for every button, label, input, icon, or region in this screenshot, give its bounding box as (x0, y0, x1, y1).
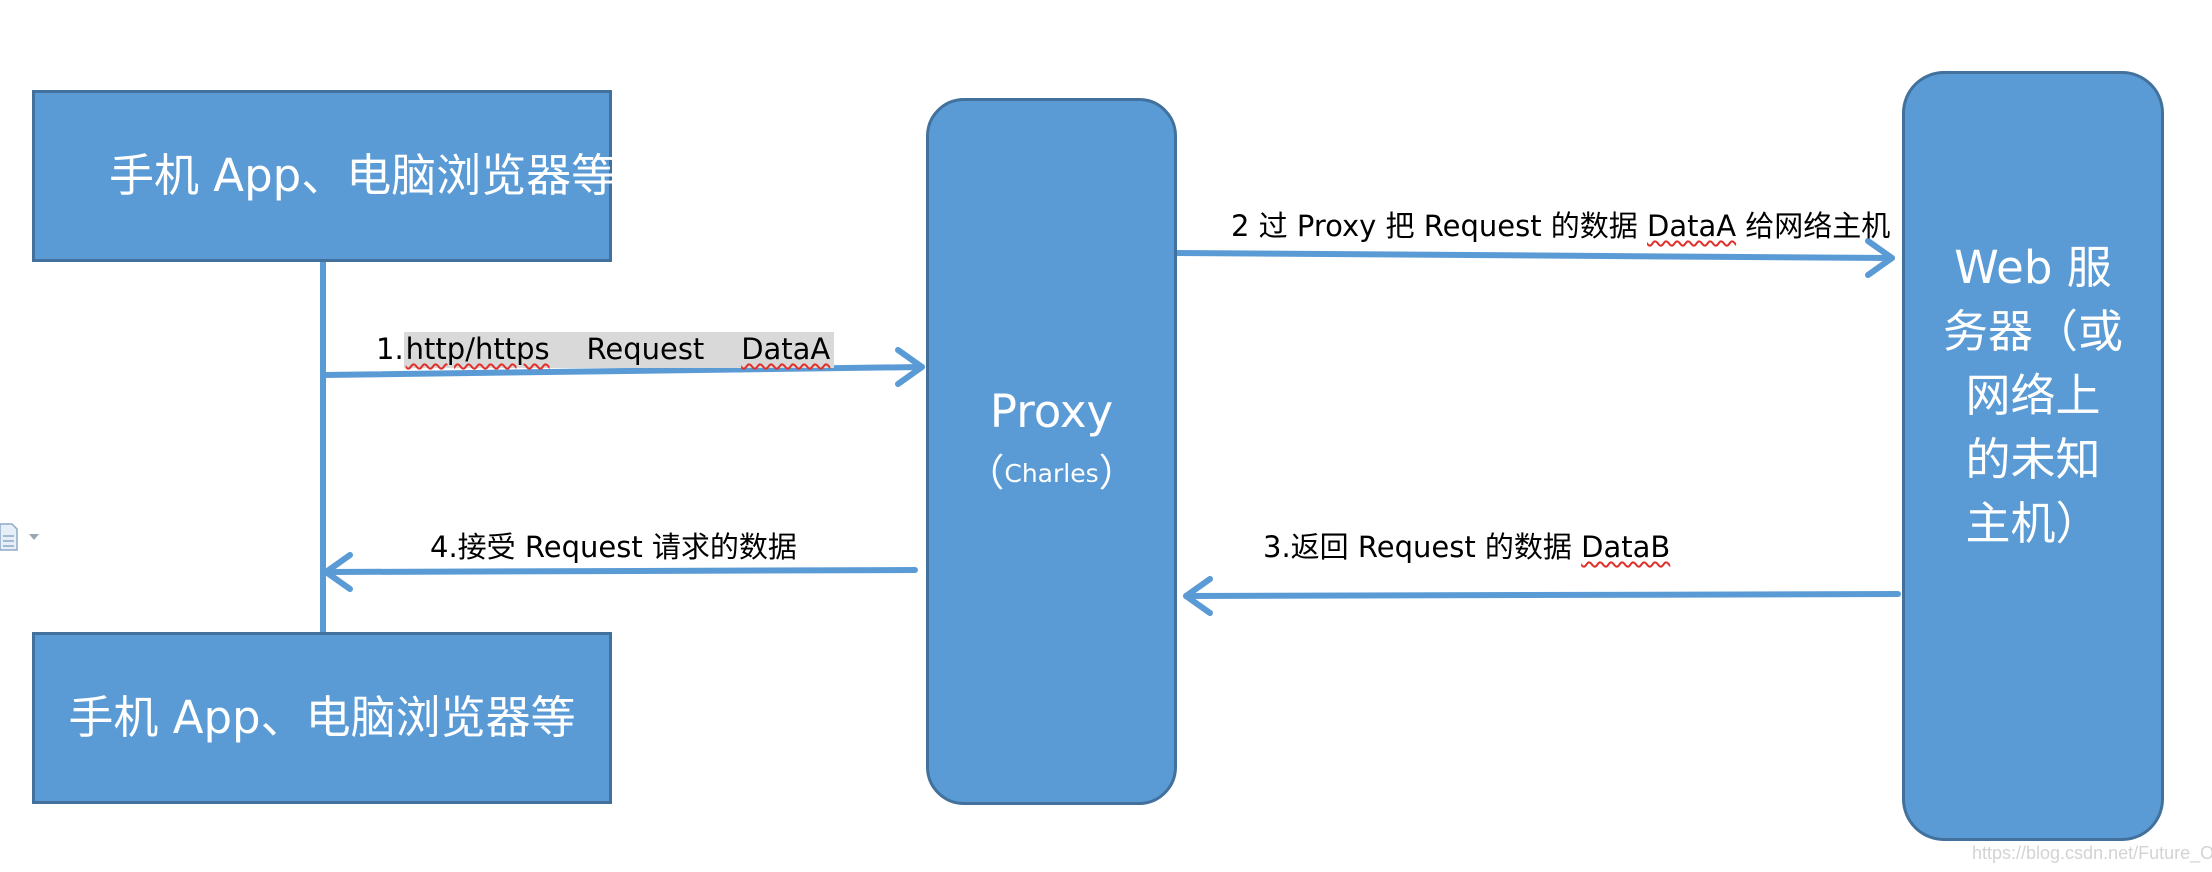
arrow-1-highlight: http/https Request DataA (403, 332, 835, 368)
proxy-subtitle-text: Charles (1004, 458, 1099, 488)
arrow-4-head (323, 552, 353, 592)
arrow-1-data: DataA (741, 332, 831, 366)
arrow-2-label: 2 过 Proxy 把 Request 的数据 DataA 给网络主机 (1231, 203, 1890, 245)
web-server-box: Web 服 务器（或 网络上 的未知 主机） (1902, 71, 2164, 841)
arrow-1-head (895, 347, 925, 387)
arrow-2-suffix: 给网络主机 (1736, 209, 1891, 243)
client-bottom-label: 手机 App、电脑浏览器等 (68, 691, 576, 744)
proxy-subtitle-close: ） (1098, 450, 1137, 495)
arrow-2-line (1174, 250, 1895, 261)
arrow-2-head (1865, 238, 1895, 278)
arrow-1-prefix: 1. (376, 332, 404, 366)
web-line-4: 的未知 (1965, 433, 2101, 486)
proxy-subtitle-open: （ (966, 450, 1005, 495)
arrow-2-data: DataA (1647, 209, 1737, 243)
arrow-3-prefix: 3.返回 Request 的数据 (1263, 530, 1582, 564)
arrow-3-data: DataB (1581, 530, 1671, 564)
web-line-1: Web 服 (1954, 241, 2112, 294)
document-icon[interactable] (0, 522, 48, 556)
arrow-1-protocol: http/https (405, 332, 550, 366)
proxy-title: Proxy (989, 384, 1114, 438)
arrow-1-request: Request (586, 332, 705, 366)
arrow-4-line (323, 567, 918, 575)
client-top-label: 手机 App、电脑浏览器等 (109, 149, 617, 202)
watermark: https://blog.csdn.net/Future_One (1972, 843, 2212, 863)
arrow-1-label: 1.http/https Request DataA (376, 332, 835, 368)
client-box-bottom: 手机 App、电脑浏览器等 (32, 632, 612, 804)
web-line-5: 主机） (1965, 497, 2101, 550)
proxy-subtitle: （Charles） (966, 443, 1136, 504)
arrow-1-line (320, 364, 925, 378)
arrow-4-label: 4.接受 Request 请求的数据 (430, 530, 797, 564)
web-line-3: 网络上 (1965, 369, 2101, 422)
proxy-box: Proxy （Charles） (926, 98, 1177, 805)
client-box-top: 手机 App、电脑浏览器等 (32, 90, 616, 262)
web-line-2: 务器（或 (1942, 305, 2123, 358)
arrow-3-label: 3.返回 Request 的数据 DataB (1263, 524, 1670, 566)
arrow-3-line (1183, 591, 1901, 599)
arrow-2-prefix: 2 过 Proxy 把 Request 的数据 (1231, 209, 1647, 243)
arrow-3-head (1183, 576, 1213, 616)
